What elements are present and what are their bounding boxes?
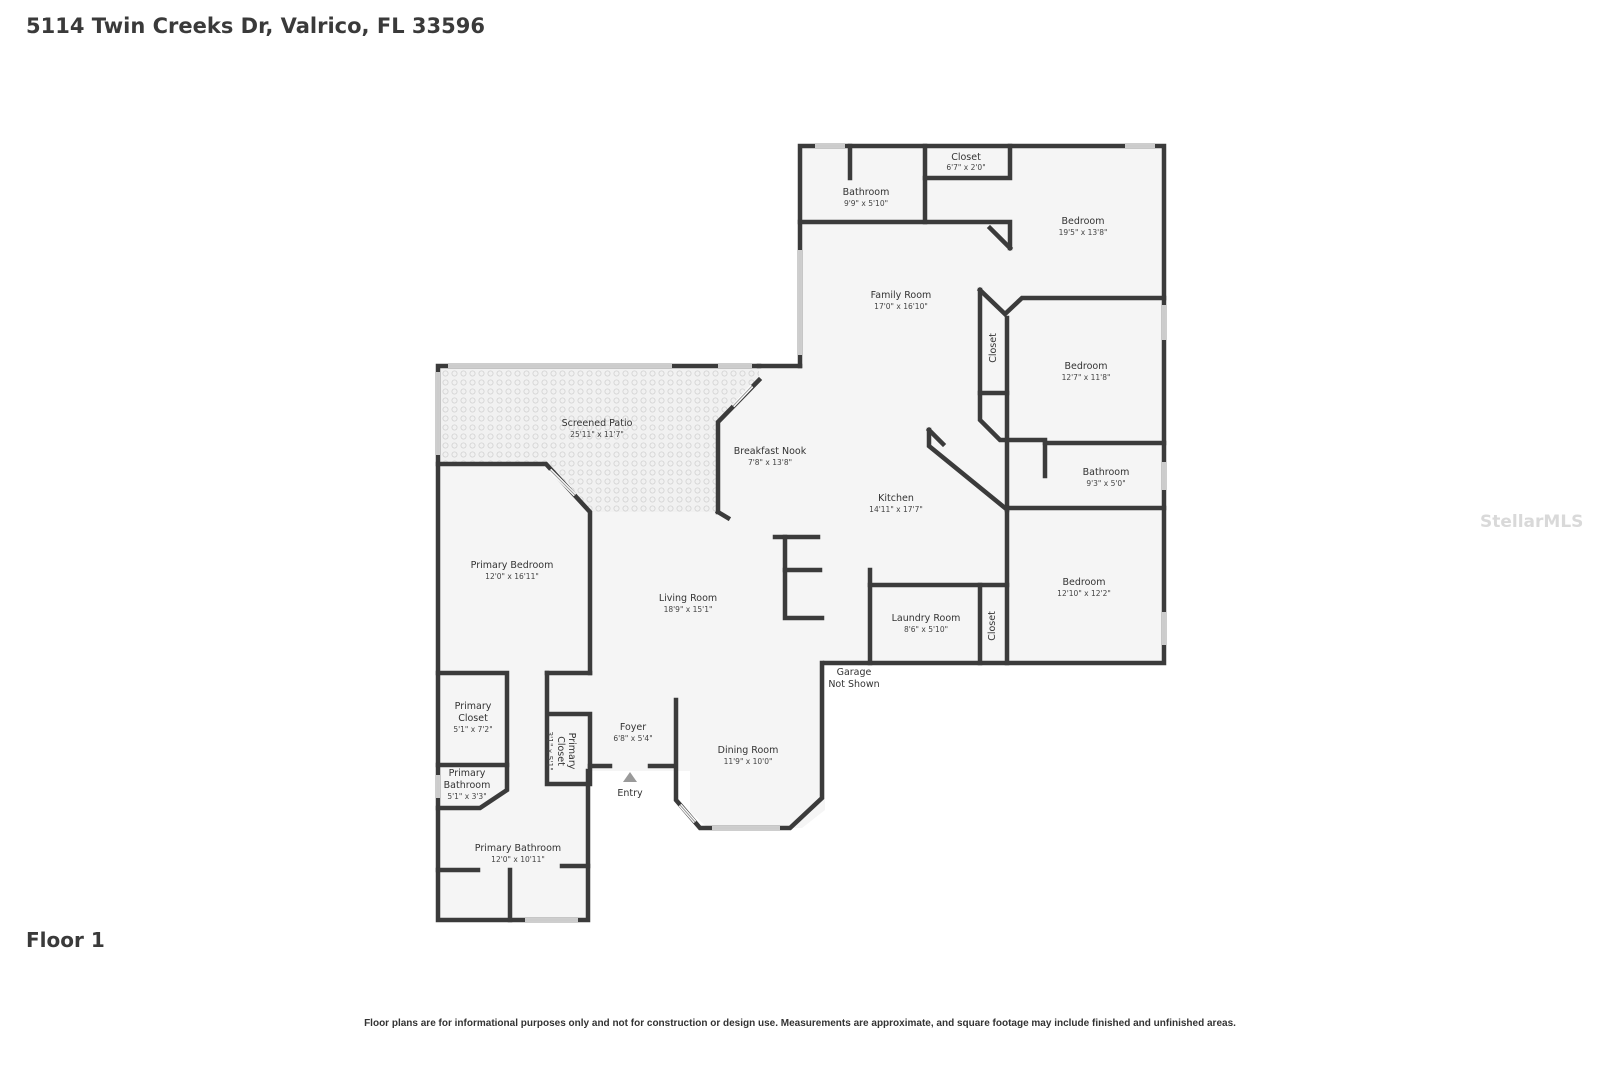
room-dims: 25'11" x 11'7"	[570, 430, 624, 439]
room-dims: 12'10" x 12'2"	[1057, 589, 1111, 598]
room-dims: 5'1" x 7'2"	[453, 725, 492, 734]
room-name: Bathroom	[843, 187, 890, 198]
watermark: StellarMLS	[1480, 512, 1584, 532]
room-name: Primary Bathroom	[475, 843, 561, 854]
room-dims: 6'7" x 2'0"	[946, 163, 985, 172]
room-name: Closet	[988, 333, 999, 363]
room-dims: 18'9" x 15'1"	[664, 605, 713, 614]
room-name: Closet	[951, 152, 981, 163]
room-name: Primary	[566, 733, 577, 770]
room-dims: 11'9" x 10'0"	[724, 757, 773, 766]
room-name: Foyer	[620, 722, 646, 733]
room-name: Closet	[987, 611, 998, 641]
room-dims: 9'3" x 5'0"	[1086, 479, 1125, 488]
floor-label: Floor 1	[26, 928, 105, 952]
room-name: Living Room	[659, 593, 717, 604]
room-dims: 5'1" x 3'3"	[447, 792, 486, 801]
room-name: Bathroom	[1083, 467, 1130, 478]
room-dims: 8'6" x 5'10"	[904, 625, 948, 634]
screened-patio-area	[438, 366, 759, 512]
room-name: Bedroom	[1062, 216, 1105, 227]
room-name: Bedroom	[1063, 577, 1106, 588]
room-dims: 12'0" x 16'11"	[485, 572, 539, 581]
room-name: Primary	[455, 701, 492, 712]
room-name: Primary Bedroom	[471, 560, 554, 571]
room-name: Bathroom	[444, 780, 491, 791]
property-address: 5114 Twin Creeks Dr, Valrico, FL 33596	[26, 14, 485, 38]
room-name: Family Room	[871, 290, 932, 301]
room-name: Laundry Room	[892, 613, 961, 624]
room-dims: 17'0" x 16'10"	[874, 302, 928, 311]
garage-note: Garage	[837, 667, 872, 678]
entry-arrow-icon	[623, 772, 637, 782]
room-dims: 3'1" x 5'1"	[545, 731, 554, 770]
windows	[436, 144, 1166, 922]
room-name: Breakfast Nook	[734, 446, 807, 457]
disclaimer: Floor plans are for informational purpos…	[364, 1018, 1236, 1029]
room-name: Dining Room	[718, 745, 779, 756]
room-dims: 12'7" x 11'8"	[1062, 373, 1111, 382]
room-labels: Bathroom 9'9" x 5'10" Closet 6'7" x 2'0"…	[444, 152, 1130, 864]
room-dims: 12'0" x 10'11"	[491, 855, 545, 864]
garage-note: Not Shown	[828, 679, 879, 690]
room-dims: 7'8" x 13'8"	[748, 458, 792, 467]
walls	[435, 143, 1167, 923]
room-name: Closet	[458, 713, 488, 724]
room-dims: 6'8" x 5'4"	[613, 734, 652, 743]
room-name: Closet	[555, 736, 566, 766]
room-dims: 14'11" x 17'7"	[869, 505, 923, 514]
room-name: Primary	[449, 768, 486, 779]
room-dims: 9'9" x 5'10"	[844, 199, 888, 208]
room-dims: 19'5" x 13'8"	[1059, 228, 1108, 237]
room-name: Screened Patio	[562, 418, 633, 429]
entry-label: Entry	[617, 788, 643, 799]
room-name: Bedroom	[1065, 361, 1108, 372]
floor-fills	[438, 146, 1164, 920]
room-name: Kitchen	[878, 493, 914, 504]
